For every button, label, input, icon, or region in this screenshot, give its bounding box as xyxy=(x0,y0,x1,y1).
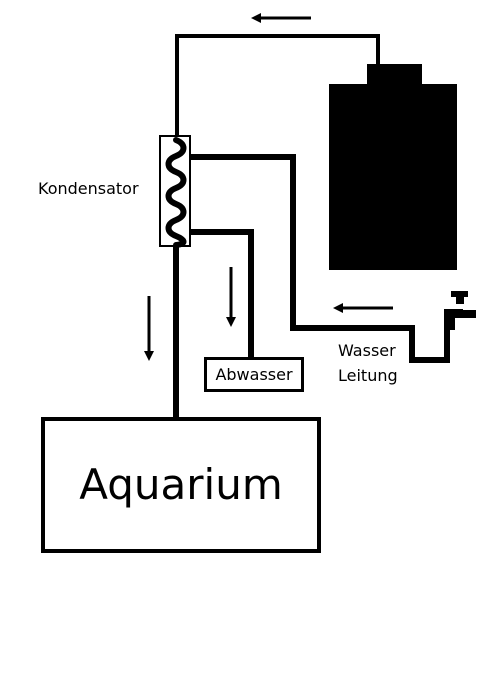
water-line-label-line1: Wasser xyxy=(338,341,396,360)
condenser-coil xyxy=(165,137,187,248)
water-line-label: Wasser Leitung xyxy=(338,338,398,388)
tank-body xyxy=(329,84,457,270)
aquarium-box: Aquarium xyxy=(41,417,321,553)
water-line-label-line2: Leitung xyxy=(338,366,398,385)
faucet-icon xyxy=(447,291,476,330)
pipe-waste-water xyxy=(190,229,254,357)
pipe-tank-to-condenser xyxy=(175,34,380,138)
tank-cap xyxy=(367,64,422,86)
condenser-label: Kondensator xyxy=(38,179,139,198)
waste-water-box: Abwasser xyxy=(204,357,304,392)
